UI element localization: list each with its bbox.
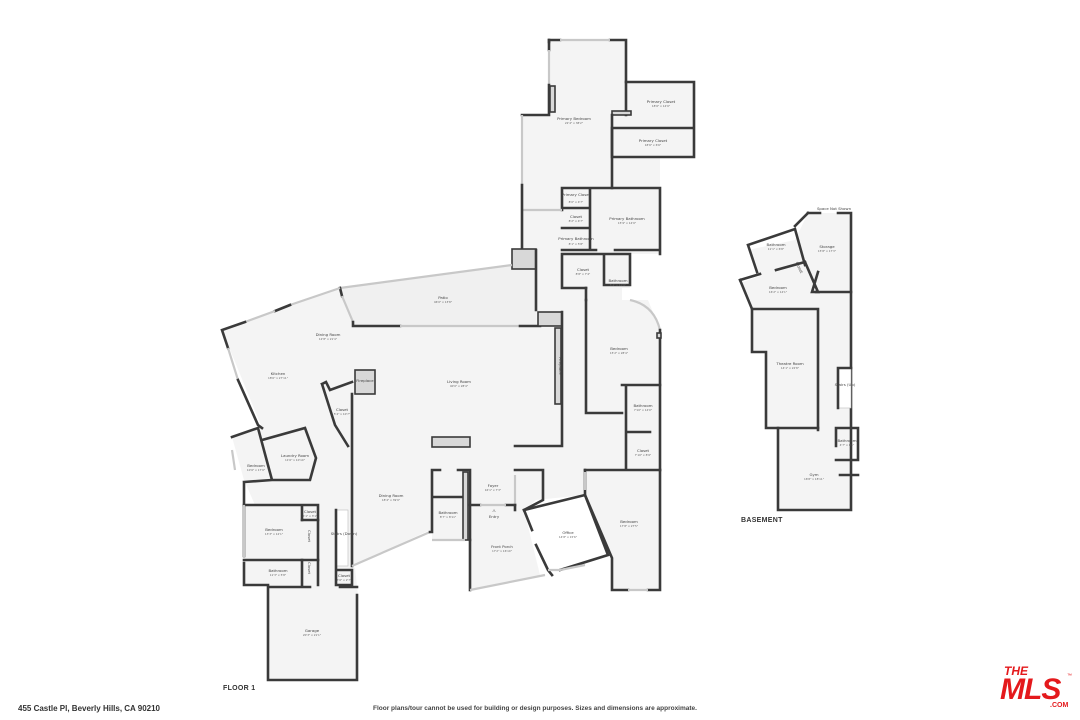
- room-bedroom-label: Bedroom: [610, 346, 628, 351]
- room-dims: 7'10" x 8'9": [635, 453, 652, 457]
- stairs-up-label: Stairs (Up): [835, 382, 856, 387]
- room-office-label: Office: [562, 530, 574, 535]
- room-bathroom-label: Bathroom: [633, 403, 652, 408]
- room-dims: 17'2" x 16'10": [492, 549, 513, 553]
- floor-1-plan: [220, 38, 696, 682]
- room-dims: 46'0" x 13'8": [434, 300, 453, 304]
- room-primary-bathroom-label: Primary Bathroom: [609, 216, 645, 221]
- room-dims: 5'4" x 10'7": [334, 412, 351, 416]
- room-dims: 11'6" x 10'10": [285, 458, 306, 462]
- room-dims: 11'3" x 5'8": [270, 573, 287, 577]
- room-dining-room-label: Dining Room: [316, 332, 341, 337]
- room-dims: 14'8" x 15'6": [559, 535, 578, 539]
- room-dims: 3'6" x 2'7": [337, 578, 352, 582]
- room-storage-label: Storage: [819, 244, 835, 249]
- room-dims: 17'8" x 27'5": [620, 524, 639, 528]
- room-dims: 5'1" x 3'1": [303, 514, 318, 518]
- room-dims: 20'3" x 21'1": [303, 633, 322, 637]
- room-dims: 13'3" x 12'1": [265, 532, 284, 536]
- room-theatre-room-label: Theatre Room: [775, 361, 804, 366]
- room-living-room-label: Living Room: [447, 379, 471, 384]
- room-closet-label: Closet: [338, 573, 351, 578]
- room-gym-label: Gym: [809, 472, 818, 477]
- room-dims: 15'9" x 14'9": [618, 221, 637, 225]
- fireplace-label: Fireplace: [558, 357, 563, 375]
- logo-mls-text: MLS: [1000, 673, 1061, 706]
- logo-com-text: .COM: [1050, 702, 1068, 709]
- room-bathroom-label: Bathroom: [438, 510, 457, 515]
- logo-trademark: ™: [1067, 673, 1072, 679]
- room-dims: 8'7" x 8'11": [440, 515, 457, 519]
- room-dims: 14'1" x 22'8": [781, 366, 800, 370]
- space-not-shown-note: Space Not Shown: [817, 206, 852, 211]
- room-closet-label: Closet: [307, 562, 312, 575]
- room-kitchen-label: Kitchen: [271, 371, 286, 376]
- room-bedroom-label: Bedroom: [769, 285, 787, 290]
- room-dims: 22'4" x 38'2": [565, 121, 584, 125]
- room-dims: 11'1" x 6'8": [768, 247, 785, 251]
- entry-label: Entry: [489, 514, 500, 519]
- room-dining-room-2-label: Dining Room: [379, 493, 404, 498]
- room-dims: 4'7" x 6'1": [840, 443, 855, 447]
- room-patio-label: Patio: [438, 295, 448, 300]
- entry-icon: ⚠: [492, 508, 496, 513]
- room-closet-label: Closet: [637, 448, 650, 453]
- room-labels: Primary Bedroom 22'4" x 38'2" Primary Cl…: [247, 99, 857, 637]
- logo-the-text: THE: [1004, 664, 1029, 678]
- room-dims: 7'10" x 14'0": [634, 408, 653, 412]
- fireplace-label: Fireplace: [356, 378, 374, 383]
- disclaimer-text: Floor plans/tour cannot be used for buil…: [373, 705, 697, 712]
- room-primary-bedroom-label: Primary Bedroom: [557, 116, 591, 121]
- room-dims: 15'8" x 17'3": [818, 249, 837, 253]
- room-garage-label: Garage: [305, 628, 320, 633]
- room-bathroom-label: Bathroom: [766, 242, 785, 247]
- room-bedroom-label: Bedroom: [247, 463, 265, 468]
- room-dims: 12'8" x 21'4": [319, 337, 338, 341]
- room-primary-closet-3-label: Primary Closet: [562, 192, 591, 197]
- stairs-down-label: Stairs (Down): [331, 531, 358, 536]
- room-front-porch-label: Front Porch: [491, 544, 513, 549]
- room-bathroom-label: Bathroom: [268, 568, 287, 573]
- room-dims: 18'6" x 14'9": [652, 104, 671, 108]
- room-laundry-room-label: Laundry Room: [281, 453, 309, 458]
- room-closet-label: Closet: [570, 214, 583, 219]
- room-closet-label: Closet: [577, 267, 590, 272]
- room-dims: 8'2" x 4'7": [569, 219, 584, 223]
- room-dims: 18'4" x 39'9": [382, 498, 401, 502]
- room-dims: 16'2" x 14'1": [769, 290, 788, 294]
- room-primary-closet-label: Primary Closet: [647, 99, 676, 104]
- room-closet-label: Closet: [307, 530, 312, 543]
- room-dims: 18'6" x 27'11": [268, 376, 289, 380]
- room-dims: 16'1" x 7'3": [485, 488, 502, 492]
- basement-plan: [738, 211, 860, 512]
- room-dims: 8'0" x 4'7": [569, 200, 584, 204]
- room-closet-label: Closet: [336, 407, 349, 412]
- room-closet-label: Closet: [795, 261, 805, 275]
- room-dims: 5'4" x 10'8": [610, 283, 627, 287]
- room-dims: 8'1" x 5'8": [569, 242, 584, 246]
- room-dims: 8'8" x 7'4": [576, 272, 591, 276]
- room-primary-closet-2-label: Primary Closet: [639, 138, 668, 143]
- room-bedroom-label: Bedroom: [265, 527, 283, 532]
- room-primary-bathroom-small-label: Primary Bathroom: [558, 236, 594, 241]
- room-dims: 40'0" x 28'4": [450, 384, 469, 388]
- room-foyer-label: Foyer: [488, 483, 499, 488]
- basement-label: BASEMENT: [741, 517, 783, 524]
- property-address: 455 Castle Pl, Beverly Hills, CA 90210: [18, 704, 161, 713]
- room-bathroom-label: Bathroom: [608, 278, 627, 283]
- floor-1-label: FLOOR 1: [223, 685, 256, 692]
- room-closet-label: Closet: [304, 509, 317, 514]
- room-dims: 18'6" x 6'6": [645, 143, 662, 147]
- room-dims: 15'2" x 28'4": [610, 351, 629, 355]
- the-mls-logo: THE MLS ™ .COM: [1000, 664, 1072, 709]
- room-bedroom-label: Bedroom: [620, 519, 638, 524]
- room-dims: 10'6" x 17'9": [247, 468, 266, 472]
- room-bathroom-label: Bathroom: [837, 438, 856, 443]
- room-dims: 16'8" x 18'11": [804, 477, 825, 481]
